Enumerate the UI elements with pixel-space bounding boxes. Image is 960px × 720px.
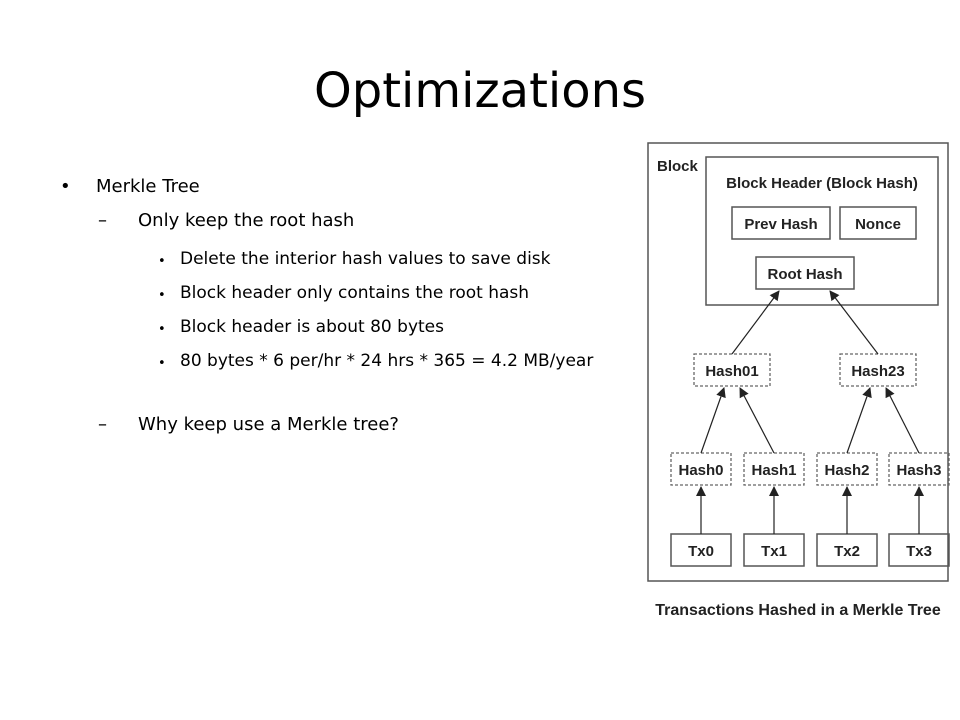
bullet-text: Block header is about 80 bytes [180,317,444,337]
nonce-box [839,206,917,240]
prev-hash-box [731,206,831,240]
bullet-header-80-bytes: • Block header is about 80 bytes [158,316,610,338]
merkle-tree-diagram: Block Block Header (Block Hash) Prev Has… [640,135,956,625]
tx2-label: Tx2 [834,543,860,560]
arrow-hash0-hash01 [700,387,726,454]
bullet-text: Delete the interior hash values to save … [180,249,551,269]
tx0-label: Tx0 [688,543,714,560]
bullet-why-merkle: – Why keep use a Merkle tree? [98,414,399,435]
slide-title: Optimizations [313,63,647,119]
hash2-label: Hash2 [824,462,869,479]
block-frame [647,142,949,582]
bullet-marker: • [158,254,166,269]
bullet-text: Merkle Tree [96,176,200,197]
bullet-storage-calc: • 80 bytes * 6 per/hr * 24 hrs * 365 = 4… [158,350,610,372]
bullet-delete-interior: • Delete the interior hash values to sav… [158,248,610,270]
bullet-merkle-tree: • Merkle Tree [60,176,200,197]
bullet-text: Why keep use a Merkle tree? [138,414,399,435]
block-header-label: Block Header (Block Hash) [726,175,918,192]
arrow-hash23-root [829,290,879,355]
arrow-hash3-hash23 [885,387,920,454]
hash1-label: Hash1 [751,462,796,479]
hash23-label: Hash23 [851,363,904,380]
nonce-label: Nonce [855,216,901,233]
bullet-marker: – [98,414,107,435]
merkle-tree-svg: Block Block Header (Block Hash) Prev Has… [647,142,950,619]
bullet-marker: – [98,210,107,231]
bullet-marker: • [158,322,166,337]
arrow-hash1-hash01 [739,387,775,454]
hash3-label: Hash3 [896,462,941,479]
block-header-frame [705,156,939,306]
bullet-marker: • [60,176,71,197]
root-hash-box [755,256,855,290]
bullet-text: 80 bytes * 6 per/hr * 24 hrs * 365 = 4.2… [180,351,594,371]
bullet-text: Block header only contains the root hash [180,283,530,303]
hash01-label: Hash01 [705,363,758,380]
bullet-text: Only keep the root hash [138,210,355,231]
root-hash-label: Root Hash [768,266,843,283]
tx1-label: Tx1 [761,543,787,560]
bullet-marker: • [158,288,166,303]
bullet-only-keep-root: – Only keep the root hash [98,210,355,231]
bullet-header-contains-root: • Block header only contains the root ha… [158,282,610,304]
tx3-label: Tx3 [906,543,932,560]
arrow-hash01-root [731,290,780,355]
diagram-caption: Transactions Hashed in a Merkle Tree [655,602,941,619]
hash0-label: Hash0 [678,462,723,479]
block-label: Block [657,158,699,175]
arrow-hash2-hash23 [846,387,872,454]
bullet-marker: • [158,356,166,371]
prev-hash-label: Prev Hash [744,216,817,233]
